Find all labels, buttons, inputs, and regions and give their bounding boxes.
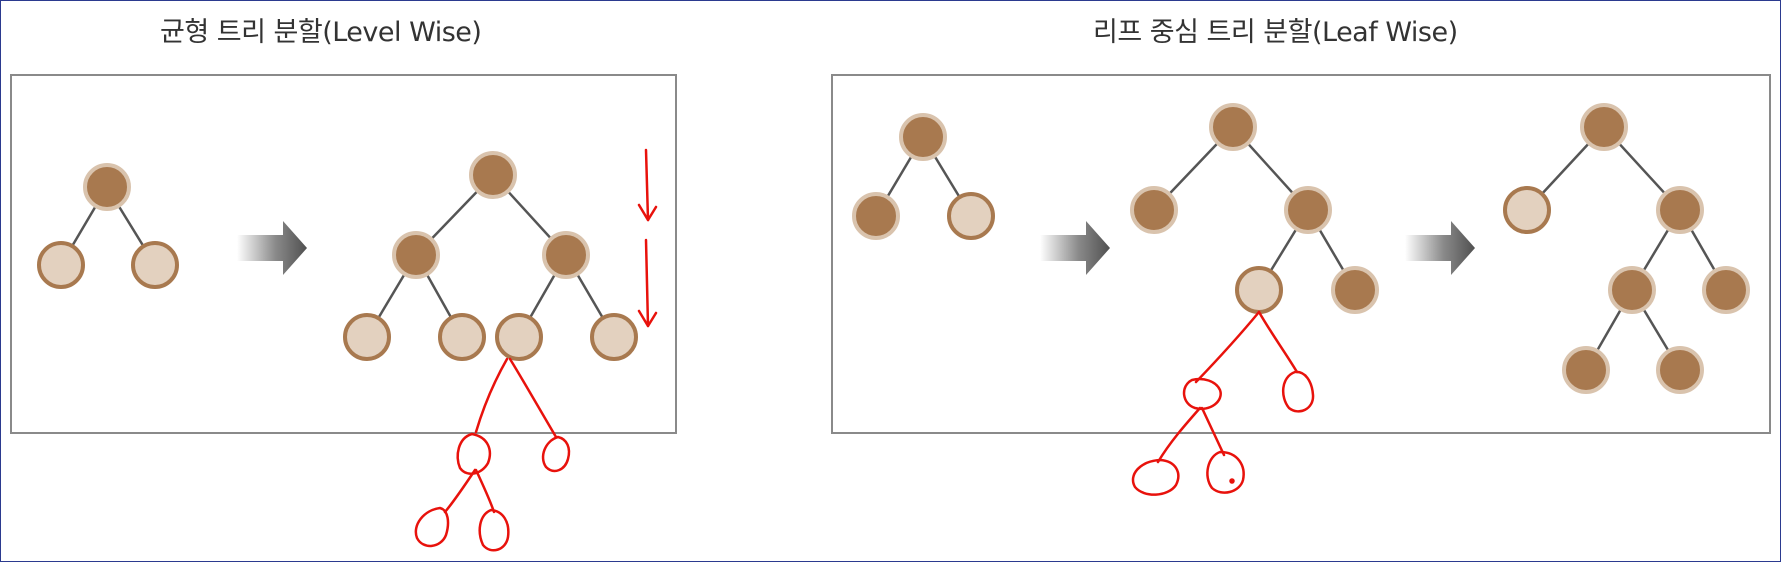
arrow-icon [237,221,307,275]
level-wise-title: 균형 트리 분할(Level Wise) [160,17,482,48]
leaf-wise-panel [831,74,1771,434]
tree-nodes [37,103,1750,394]
leaf-wise-title: 리프 중심 트리 분할(Leaf Wise) [1093,17,1458,48]
handwritten-annotations [414,148,1315,552]
arrow-icon [1405,221,1475,275]
arrow-icon [1040,221,1110,275]
progression-arrows [237,221,1475,275]
